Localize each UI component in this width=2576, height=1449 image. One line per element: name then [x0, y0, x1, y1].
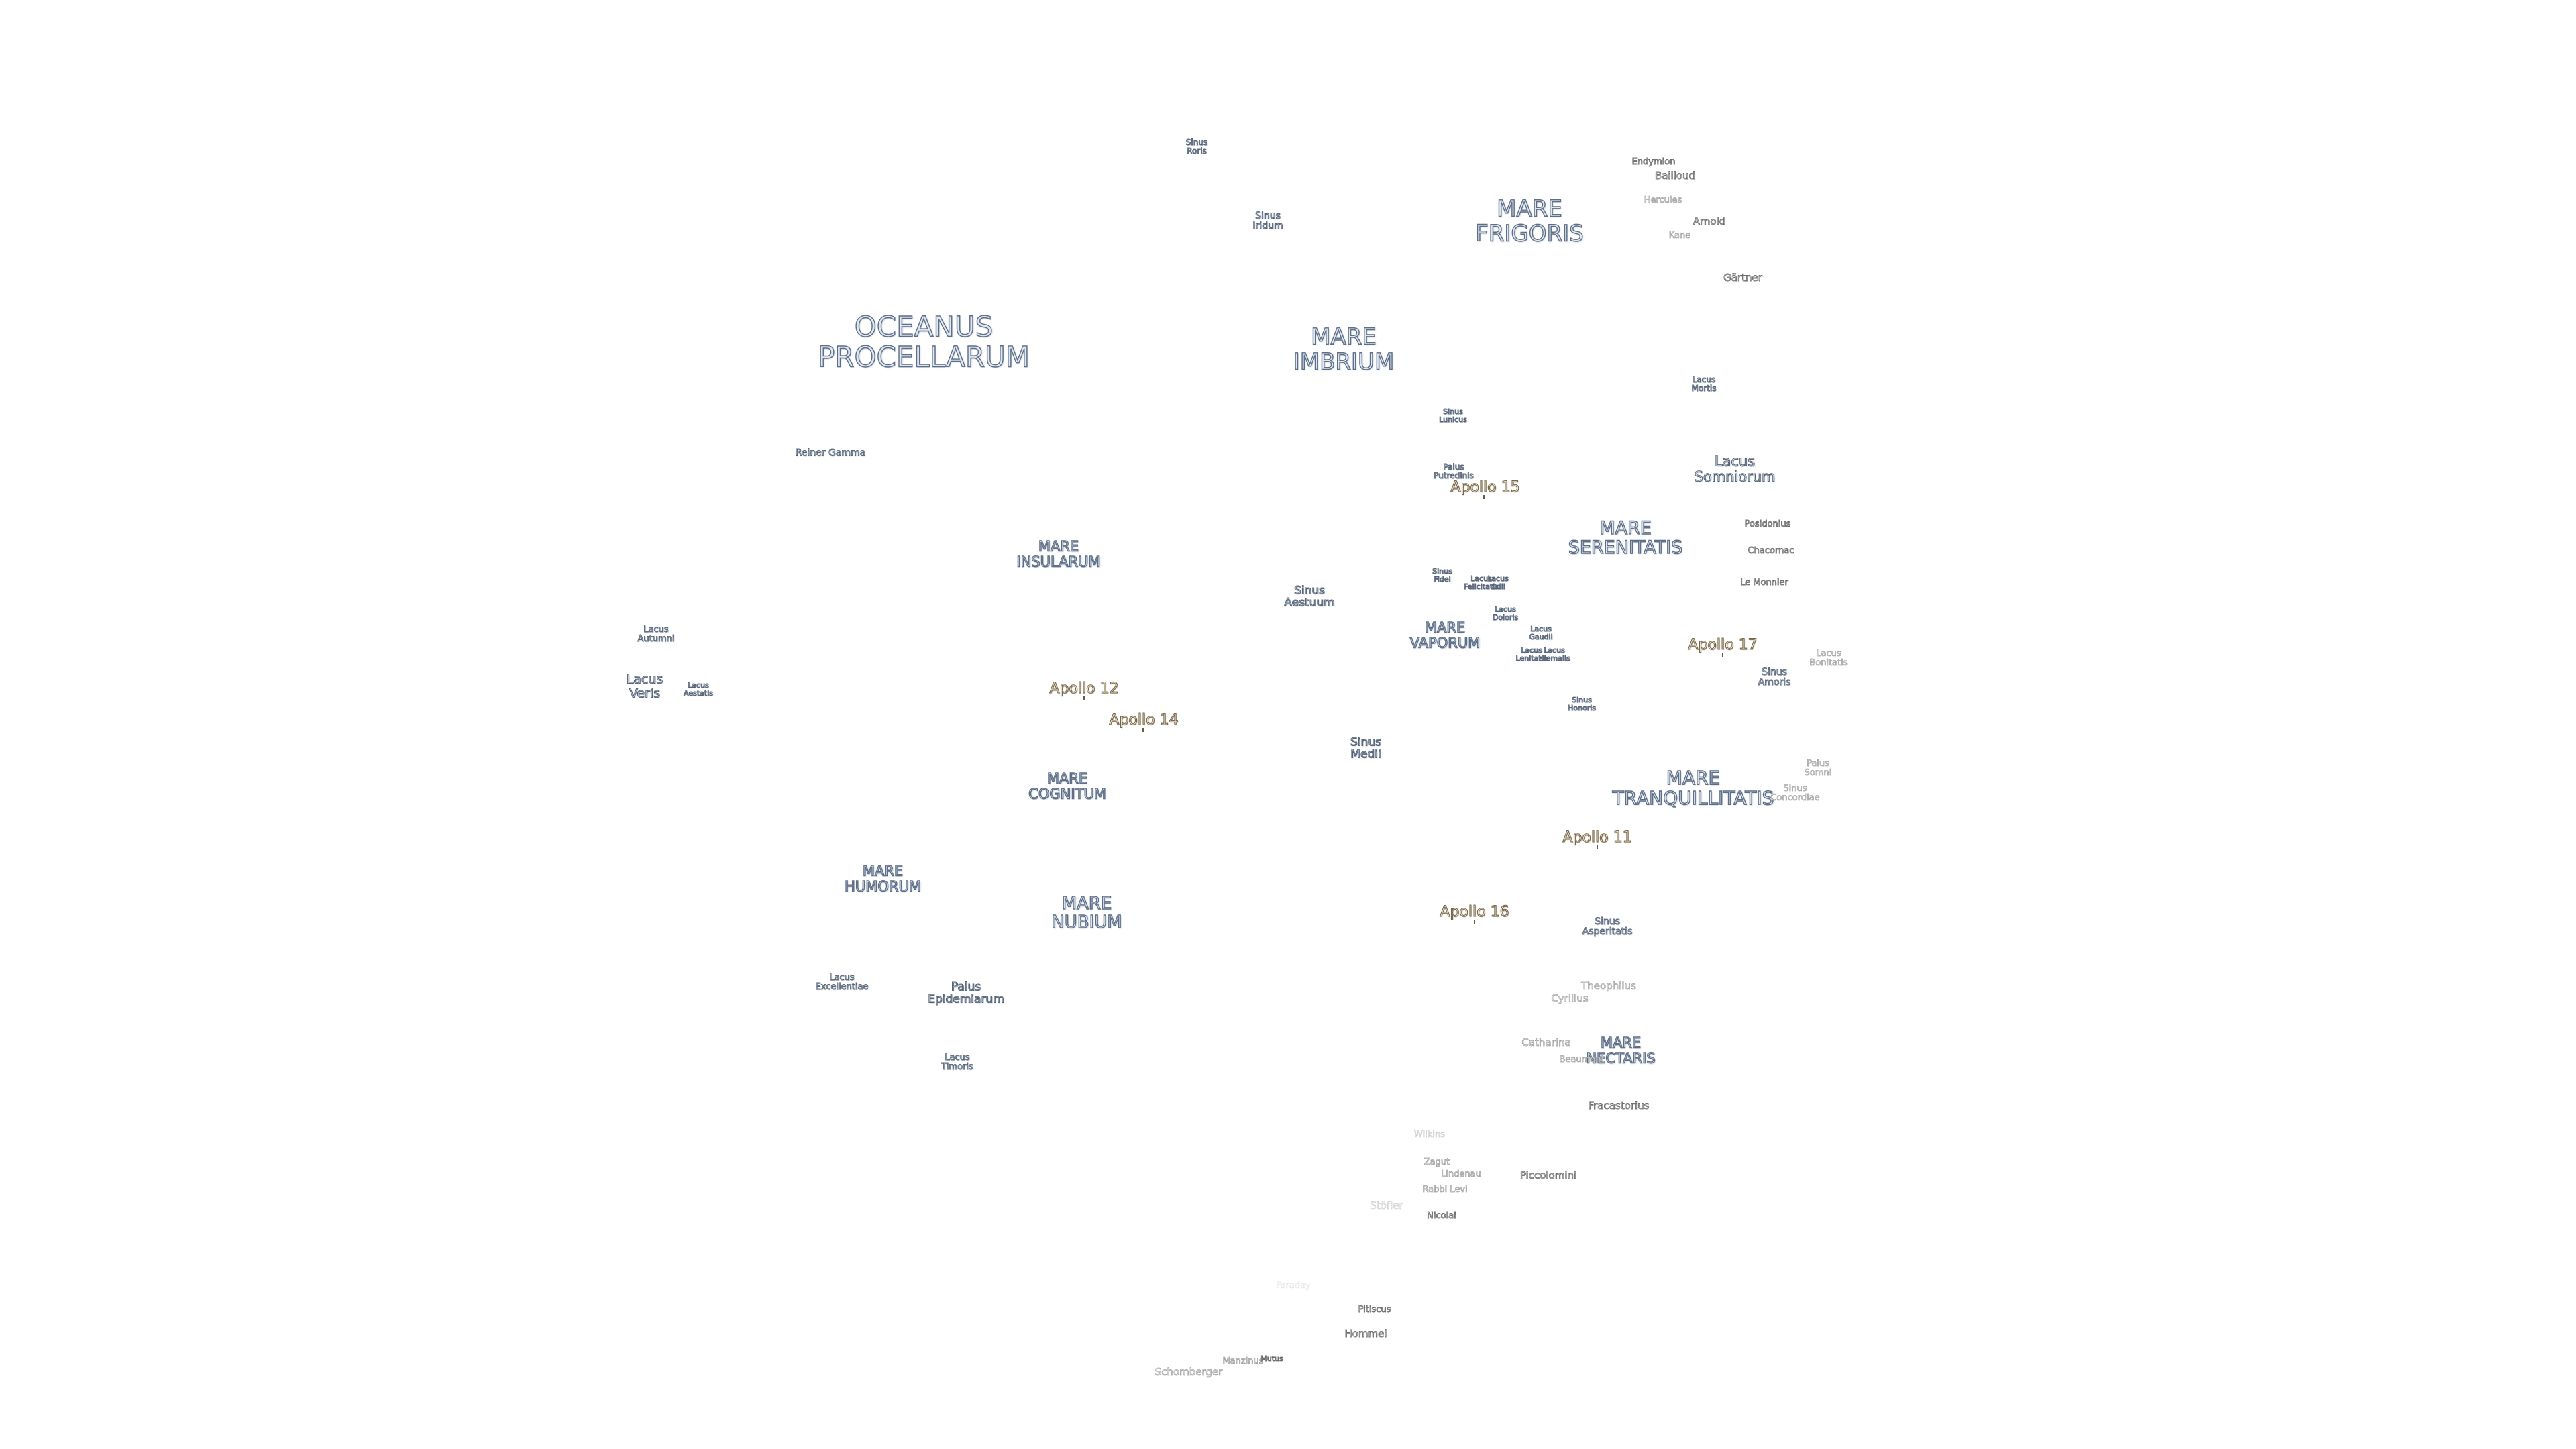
chacornac-label: Chacornac — [1748, 545, 1794, 556]
mare-serenitatis-label: MARE SERENITATIS — [1568, 517, 1683, 558]
reiner-gamma-label: Reiner Gamma — [795, 447, 866, 459]
mare-tranquillitatis-label: MARE TRANQUILLITATIS — [1612, 766, 1774, 809]
schomberger-label: Schomberger — [1155, 1365, 1223, 1378]
lacus-mortis-label: Lacus Mortis — [1691, 375, 1717, 393]
apollo-16-marker — [1474, 920, 1475, 924]
lacus-gaudii-label: Lacus Gaudii — [1529, 625, 1553, 641]
kane-label: Kane — [1668, 230, 1691, 241]
pitiscus-label: Pitiscus — [1358, 1304, 1391, 1315]
sinus-medii-label: Sinus Medii — [1350, 735, 1381, 761]
stoefler-label: Stöfler — [1370, 1199, 1403, 1212]
arnold-label: Arnold — [1693, 215, 1726, 227]
apollo-11-marker — [1597, 845, 1598, 849]
le-monnier-label: Le Monnier — [1740, 577, 1789, 588]
sinus-aestuum-label: Sinus Aestuum — [1284, 584, 1336, 610]
mutus-label: Mutus — [1260, 1354, 1283, 1364]
mare-nubium-label: MARE NUBIUM — [1051, 893, 1123, 932]
sinus-concordiae-label: Sinus Concordiae — [1770, 783, 1820, 803]
faraday-label: Faraday — [1276, 1280, 1311, 1291]
sinus-honoris-label: Sinus Honoris — [1567, 696, 1597, 712]
sinus-amoris-label: Sinus Amoris — [1758, 666, 1791, 688]
zagut-label: Zagut — [1424, 1157, 1450, 1167]
sinus-roris-label: Sinus Roris — [1185, 138, 1208, 156]
mare-frigoris-label: MARE FRIGORIS — [1475, 195, 1585, 247]
gartner-label: Gärtner — [1723, 271, 1763, 284]
palus-putredinis-label: Palus Putredinis — [1434, 462, 1474, 480]
apollo-14-marker — [1142, 728, 1144, 732]
lacus-excellentiae-label: Lacus Excellentiae — [815, 972, 869, 992]
apollo-16-label: Apollo 16 — [1440, 904, 1509, 921]
apollo-15-marker — [1483, 495, 1485, 499]
palus-somni-label: Palus Somni — [1804, 758, 1832, 778]
wilkins-label: Wilkins — [1414, 1129, 1446, 1140]
hercules-label: Hercules — [1644, 195, 1682, 205]
beaumont-label: Beaumont — [1559, 1054, 1605, 1065]
oceanus-procellarum-label: OCEANUS PROCELLARUM — [817, 310, 1030, 374]
lacus-bonitatis-label: Lacus Bonitatis — [1809, 648, 1848, 668]
lacus-veris-label: Lacus Veris — [626, 672, 663, 700]
apollo-17-marker — [1722, 653, 1723, 657]
apollo-11-label: Apollo 11 — [1562, 829, 1632, 847]
piccolomini-label: Piccolomini — [1519, 1169, 1577, 1181]
lacus-aestatis-label: Lacus Aestatis — [684, 681, 714, 698]
theophilus-label: Theophilus — [1581, 979, 1637, 992]
lacus-hiemalis-label: Lacus Hiemalis — [1538, 646, 1570, 663]
hommel-label: Hommel — [1344, 1327, 1387, 1340]
apollo-12-marker — [1083, 696, 1085, 700]
sinus-iridum-label: Sinus Iridum — [1252, 210, 1283, 231]
lacus-somniorum-label: Lacus Somniorum — [1694, 453, 1776, 484]
sinus-asperitatis-label: Sinus Asperitatis — [1582, 916, 1633, 937]
bailloud-label: Bailloud — [1654, 169, 1696, 182]
mare-insularum-label: MARE INSULARUM — [1016, 538, 1102, 570]
rabbi-levi-label: Rabbi Levi — [1422, 1184, 1468, 1195]
palus-epidemiarum-label: Palus Epidemiarum — [928, 980, 1005, 1006]
manzinus-label: Manzinus — [1222, 1356, 1264, 1366]
catharina-label: Catharina — [1521, 1036, 1571, 1049]
mare-humorum-label: MARE HUMORUM — [844, 863, 921, 894]
sinus-lunicus-label: Sinus Lunicus — [1439, 407, 1468, 424]
mare-nectaris-label: MARE NECTARIS — [1586, 1034, 1656, 1066]
lacus-odii-label: Lacus Odii — [1487, 574, 1509, 591]
endymion-label: Endymion — [1631, 156, 1676, 167]
mare-vaporum-label: MARE VAPORUM — [1409, 619, 1481, 651]
apollo-15-label: Apollo 15 — [1450, 479, 1520, 496]
mare-imbrium-label: MARE IMBRIUM — [1293, 323, 1395, 375]
lacus-timoris-label: Lacus Timoris — [941, 1052, 973, 1072]
nicolai-label: Nicolai — [1427, 1210, 1457, 1221]
apollo-14-label: Apollo 14 — [1109, 712, 1179, 729]
posidonius-label: Posidonius — [1744, 519, 1791, 529]
sinus-fidei-label: Sinus Fidei — [1432, 567, 1453, 584]
lacus-felicitatis-label: Lacus Felicitatis — [1464, 574, 1499, 591]
lacus-doloris-label: Lacus Doloris — [1492, 605, 1519, 622]
cyrillus-label: Cyrillus — [1551, 991, 1589, 1004]
mare-cognitum-label: MARE COGNITUM — [1028, 770, 1106, 802]
lacus-lenitatis-label: Lacus Lenitatis — [1515, 646, 1548, 663]
apollo-17-label: Apollo 17 — [1688, 637, 1758, 654]
lindenau-label: Lindenau — [1441, 1169, 1482, 1179]
fracastorius-label: Fracastorius — [1588, 1099, 1650, 1112]
lacus-autumni-label: Lacus Autumni — [637, 624, 675, 644]
apollo-12-label: Apollo 12 — [1049, 680, 1119, 698]
